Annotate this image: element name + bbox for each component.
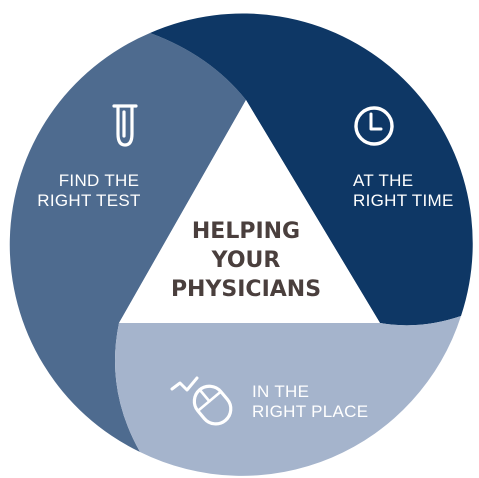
clock-icon: [354, 106, 394, 146]
center-triangle: [119, 100, 380, 323]
center-title-line2: YOUR: [211, 248, 281, 273]
right-time-label-line1: AT THE: [353, 171, 413, 190]
center-title-line1: HELPING: [192, 219, 300, 244]
test-tube-icon: [112, 104, 138, 147]
right-place-label-line2: RIGHT PLACE: [252, 402, 368, 421]
computer-mouse-icon: [170, 376, 233, 426]
segment-right-place: [115, 316, 461, 476]
center-title-line3: PHYSICIANS: [171, 277, 321, 302]
right-time-label-line2: RIGHT TIME: [353, 191, 454, 210]
right-place-label-line1: IN THE: [252, 382, 309, 401]
find-test-label-line1: FIND THE: [59, 171, 139, 190]
find-test-label-line2: RIGHT TEST: [37, 191, 140, 210]
segment-find-test: [9, 33, 247, 452]
segment-right-time: [150, 13, 473, 326]
